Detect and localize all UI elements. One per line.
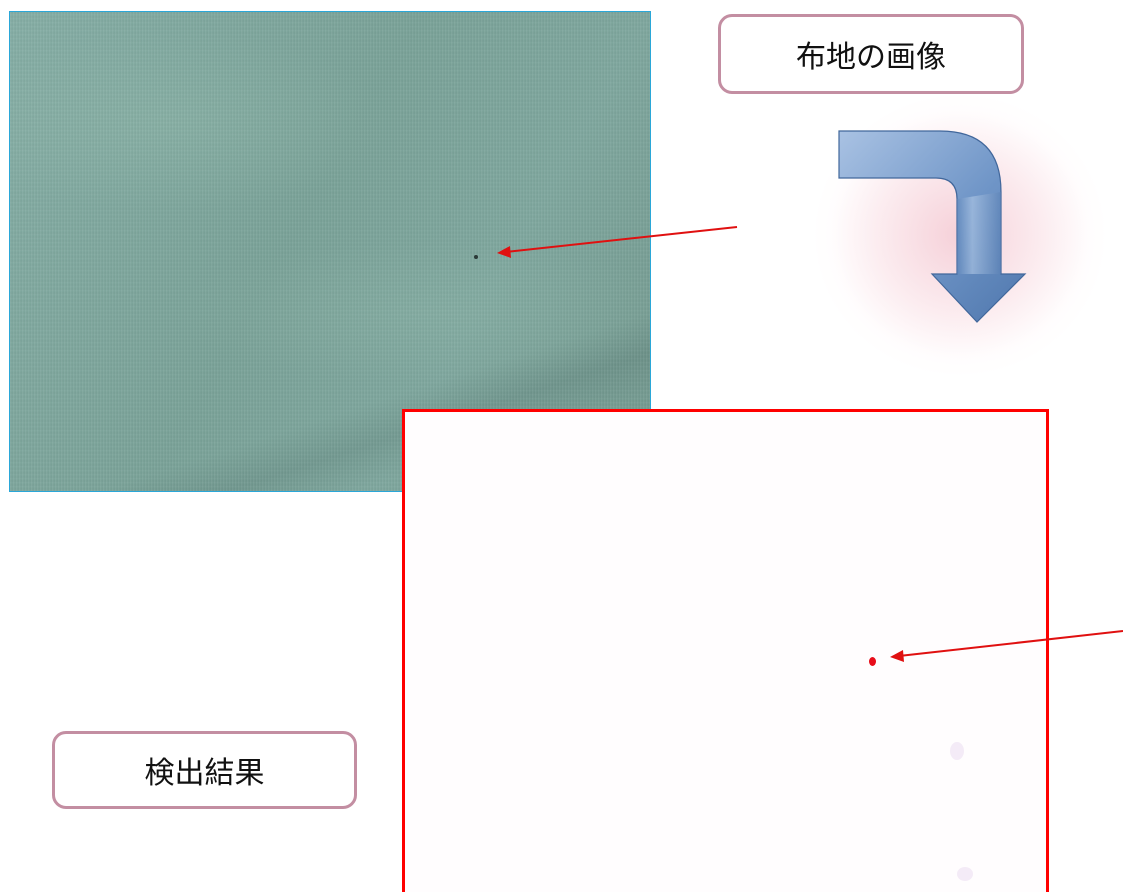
fabric-image-label-text: 布地の画像: [796, 40, 946, 75]
detection-result-label-text: 検出結果: [144, 756, 265, 791]
faint-mark: [957, 867, 973, 881]
detected-defect-spot: [869, 657, 876, 666]
faint-mark: [950, 742, 964, 760]
result-pointer-arrow: [890, 630, 1123, 662]
fabric-image: [9, 11, 651, 492]
fabric-defect-spot: [474, 255, 478, 259]
detection-result-label: 検出結果: [52, 731, 357, 809]
curved-down-arrow-icon: [838, 130, 1027, 323]
fabric-pointer-arrow: [497, 226, 738, 258]
fabric-image-label: 布地の画像: [718, 14, 1024, 94]
